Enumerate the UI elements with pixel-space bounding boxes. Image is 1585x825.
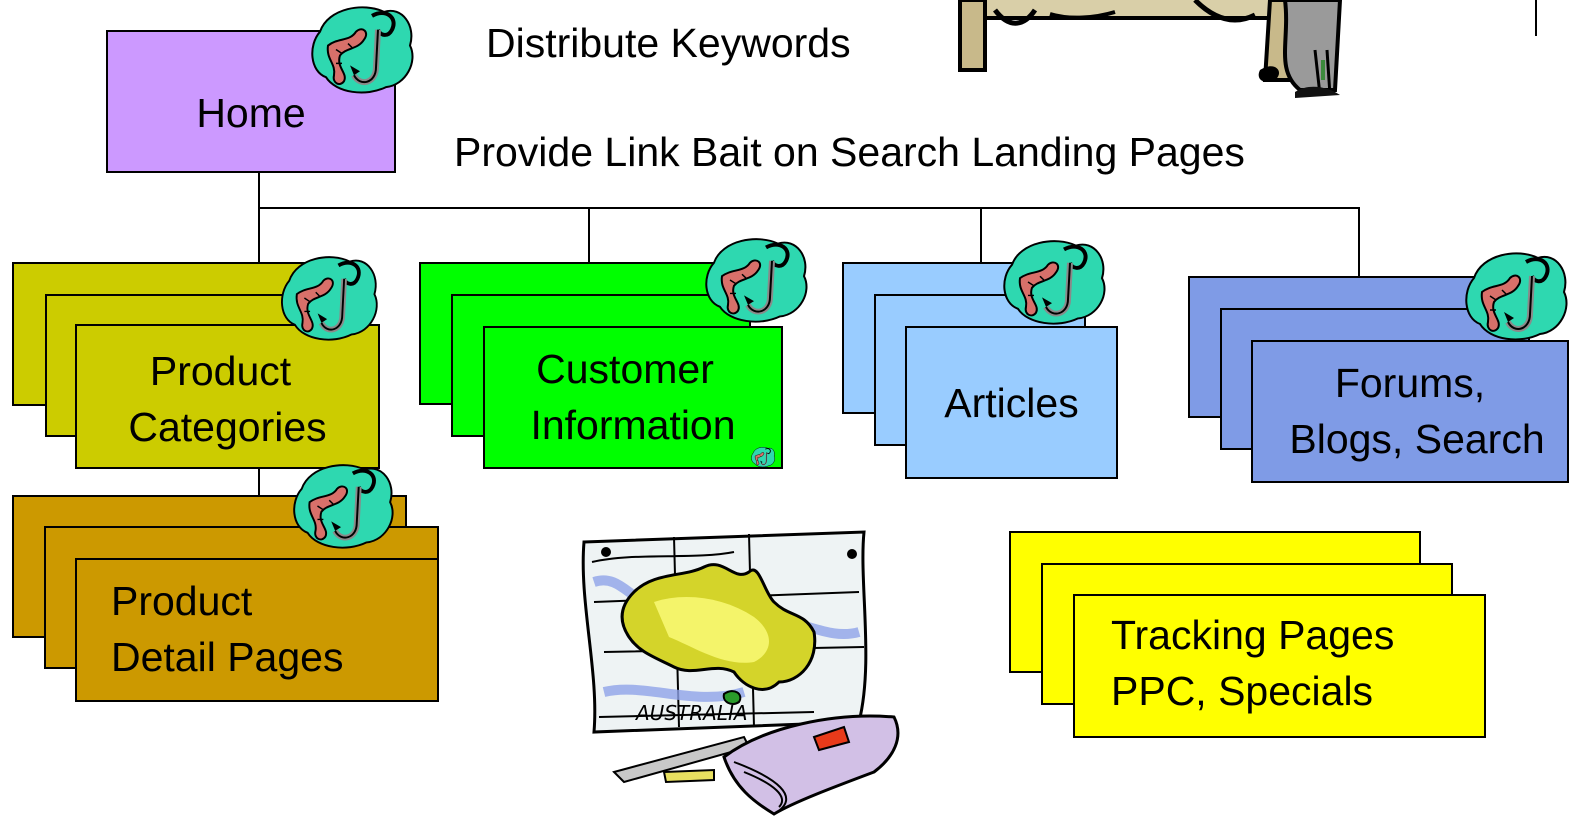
tracking-line1: Tracking Pages — [1111, 612, 1395, 658]
worm-on-hook-icon — [751, 447, 775, 468]
tracking-line2: PPC, Specials — [1111, 668, 1374, 714]
branch-drop-articles — [980, 207, 982, 263]
home-label: Home — [196, 90, 306, 136]
articles-node[interactable] — [905, 326, 1118, 479]
product-categories-line1: Product — [149, 348, 292, 394]
articles-label: Articles — [944, 380, 1079, 426]
customer-information-node[interactable] — [483, 326, 783, 469]
worm-on-hook-icon — [281, 256, 378, 341]
worm-on-hook-icon — [293, 464, 394, 549]
worm-on-hook-icon — [1003, 240, 1106, 325]
tracking-node[interactable] — [1073, 594, 1486, 738]
cartoon-figure-icon — [958, 0, 1343, 98]
product-categories-node[interactable] — [75, 324, 380, 469]
product-detail-line2: Detail Pages — [111, 634, 344, 680]
forums-line2: Blogs, Search — [1289, 416, 1545, 462]
worm-on-hook-icon — [705, 238, 808, 323]
distribute-keywords-caption: Distribute Keywords — [486, 20, 851, 66]
link-bait-caption: Provide Link Bait on Search Landing Page… — [454, 129, 1245, 175]
horizontal-branch-line — [258, 207, 1360, 209]
customer-info-line1: Customer — [536, 346, 714, 392]
product-categories-line2: Categories — [128, 404, 327, 450]
forums-line1: Forums, — [1334, 360, 1486, 406]
product-detail-line1: Product — [111, 578, 253, 624]
categories-to-detail-line — [258, 468, 260, 496]
worm-on-hook-icon — [1465, 252, 1568, 341]
customer-info-line2: Information — [530, 402, 736, 448]
branch-drop-forums — [1358, 207, 1360, 277]
edge-line — [1535, 0, 1537, 36]
product-detail-node[interactable] — [75, 558, 439, 702]
worm-on-hook-icon — [311, 6, 414, 94]
branch-drop-categories — [258, 207, 260, 263]
australia-map-icon: AUSTRALIA — [581, 530, 900, 816]
branch-drop-customer — [588, 207, 590, 263]
home-trunk-line — [258, 172, 260, 209]
forums-node[interactable] — [1251, 340, 1569, 483]
map-label: AUSTRALIA — [634, 701, 748, 725]
